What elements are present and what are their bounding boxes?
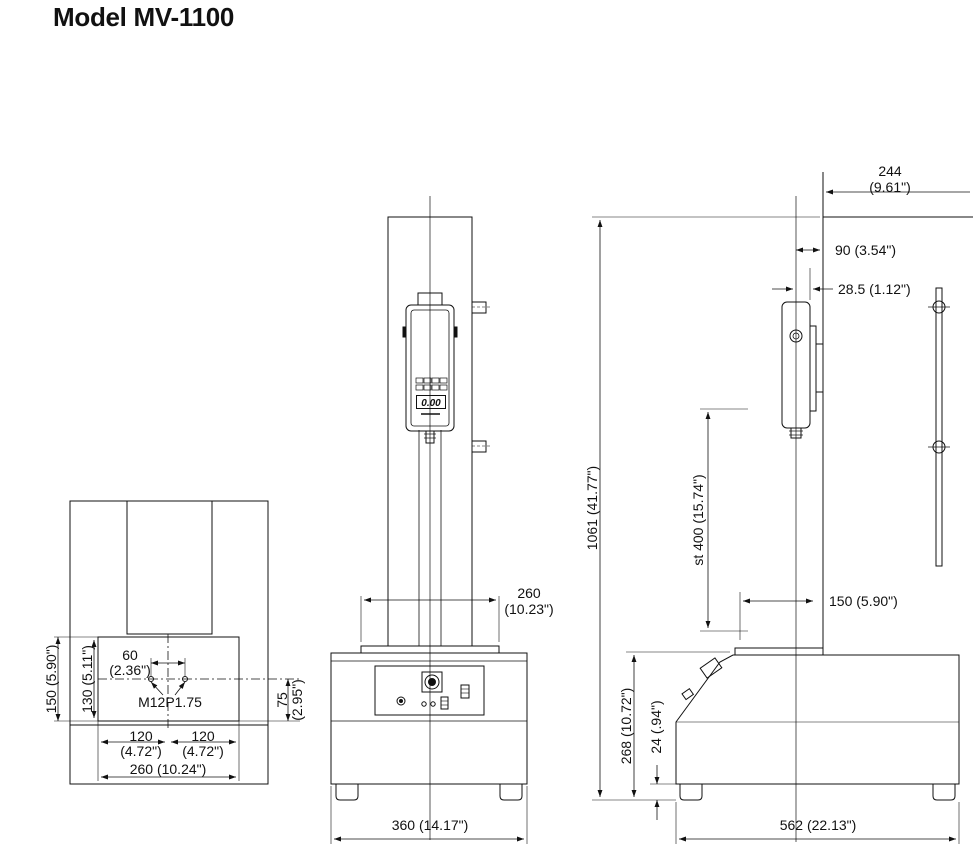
label-150: 150 (5.90") — [43, 645, 59, 714]
label-150-side: 150 (5.90") — [829, 593, 898, 609]
label-28-5: 28.5 (1.12") — [838, 281, 911, 297]
label-24: 24 (.94") — [648, 700, 664, 753]
base-side — [675, 654, 960, 785]
label-60: 60 — [122, 647, 138, 663]
side-control-lower — [681, 687, 695, 701]
gauge-display-text: 0.00 — [421, 398, 441, 409]
up-button — [421, 701, 427, 707]
label-260-front-in: (10.23") — [504, 601, 553, 617]
label-268: 268 (10.72") — [618, 688, 634, 765]
label-130: 130 (5.11") — [79, 645, 95, 713]
label-244-in: (9.61") — [869, 179, 911, 195]
side-view-labels: 244 (9.61") 90 (3.54") 28.5 (1.12") 1061… — [584, 163, 911, 833]
column-outline-top — [126, 500, 213, 635]
base-front — [330, 652, 528, 785]
label-120-right-in: (4.72") — [182, 743, 224, 759]
label-120-left: 120 — [129, 728, 153, 744]
page-title: Model MV-1100 — [53, 2, 235, 32]
foot-left-front — [335, 784, 359, 801]
limit-knob-upper — [471, 301, 487, 314]
mode-switch — [440, 696, 449, 710]
gauge-bracket — [809, 325, 817, 412]
top-view — [54, 500, 300, 785]
label-thread: M12P1.75 — [138, 694, 202, 710]
label-stroke: st 400 (15.74") — [690, 474, 706, 565]
speed-knob — [424, 674, 440, 690]
label-120-left-in: (4.72") — [120, 743, 162, 759]
gauge-keypad — [415, 377, 448, 391]
side-view — [592, 172, 973, 844]
label-1061: 1061 (41.77") — [584, 466, 600, 550]
label-260-front: 260 — [517, 585, 541, 601]
scale-rail — [935, 287, 943, 567]
control-panel — [374, 665, 485, 716]
leader-thread-left — [150, 681, 164, 696]
limit-knob-lower — [471, 440, 487, 453]
gauge-carriage — [815, 343, 824, 393]
label-360: 360 (14.17") — [392, 817, 469, 833]
mount-hole-right — [182, 676, 188, 682]
base-outline-top — [69, 500, 269, 785]
label-75: 75 — [274, 692, 290, 708]
mount-hole-left — [148, 676, 154, 682]
foot-right-front — [499, 784, 523, 801]
table-plate-side — [734, 647, 824, 656]
label-562: 562 (22.13") — [780, 817, 857, 833]
label-120-right: 120 — [191, 728, 215, 744]
down-button — [430, 701, 436, 707]
side-control-upper — [699, 657, 723, 679]
label-60-in: (2.36") — [109, 662, 151, 678]
label-90: 90 (3.54") — [835, 242, 896, 258]
front-view-labels: 0.00 260 (10.23") 360 (14.17") — [392, 398, 554, 833]
label-244: 244 — [878, 163, 902, 179]
top-view-labels: 150 (5.90") 130 (5.11") 60 (2.36") M12P1… — [43, 645, 305, 777]
front-view — [330, 196, 528, 844]
label-260-top: 260 (10.24") — [130, 761, 207, 777]
speed-dial — [421, 671, 443, 693]
leader-thread-right — [174, 681, 186, 696]
foot-right-side — [932, 784, 956, 801]
label-75-in: (2.95") — [289, 679, 305, 721]
foot-left-side — [679, 784, 703, 801]
power-switch — [396, 696, 406, 706]
direction-switch — [460, 684, 470, 699]
